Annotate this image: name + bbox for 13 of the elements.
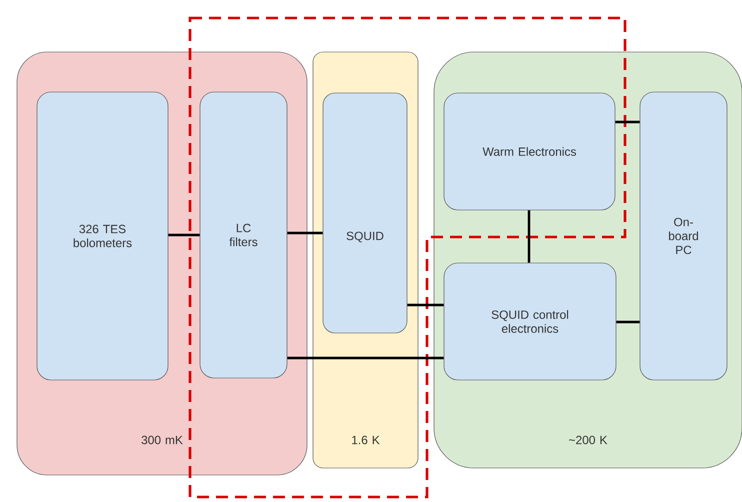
connector-line — [407, 304, 444, 306]
connector-line — [168, 234, 200, 236]
component-box: 326 TES bolometers — [36, 92, 168, 380]
component-box: LC filters — [200, 92, 288, 378]
connector-line — [528, 210, 530, 263]
component-box: SQUID control electronics — [444, 262, 616, 380]
connector-line — [615, 120, 640, 124]
connector-line — [287, 232, 323, 234]
connector-line — [287, 356, 444, 360]
component-box: On-board PC — [640, 92, 728, 380]
component-box: Warm Electronics — [444, 92, 616, 210]
component-box: SQUID — [322, 92, 408, 334]
connector-line — [616, 320, 640, 324]
